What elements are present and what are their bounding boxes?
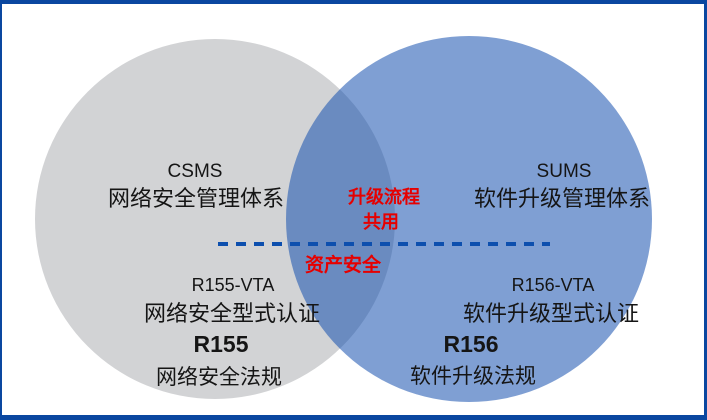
r156-cert-label: 软件升级型式认证 — [462, 301, 640, 326]
sums-subtitle: 软件升级管理体系 — [473, 186, 651, 211]
shared-upgrade-process-label-line2: 共用 — [363, 212, 399, 232]
csms-title: CSMS — [167, 161, 223, 182]
shared-upgrade-process-label-line1: 升级流程 — [348, 187, 420, 207]
r156-regulation-label: 软件升级法规 — [410, 365, 536, 388]
r156-code: R156 — [443, 331, 499, 357]
sums-circle — [286, 36, 652, 402]
asset-security-label: 资产安全 — [304, 255, 382, 276]
r156-vta-code: R156-VTA — [511, 275, 595, 295]
r155-vta-code: R155-VTA — [191, 275, 275, 295]
sums-title: SUMS — [536, 161, 592, 182]
r155-code: R155 — [193, 331, 249, 357]
r155-cert-label: 网络安全型式认证 — [143, 301, 321, 326]
dashed-divider-line — [218, 242, 550, 246]
r155-regulation-label: 网络安全法规 — [156, 366, 282, 389]
csms-subtitle: 网络安全管理体系 — [107, 186, 285, 211]
